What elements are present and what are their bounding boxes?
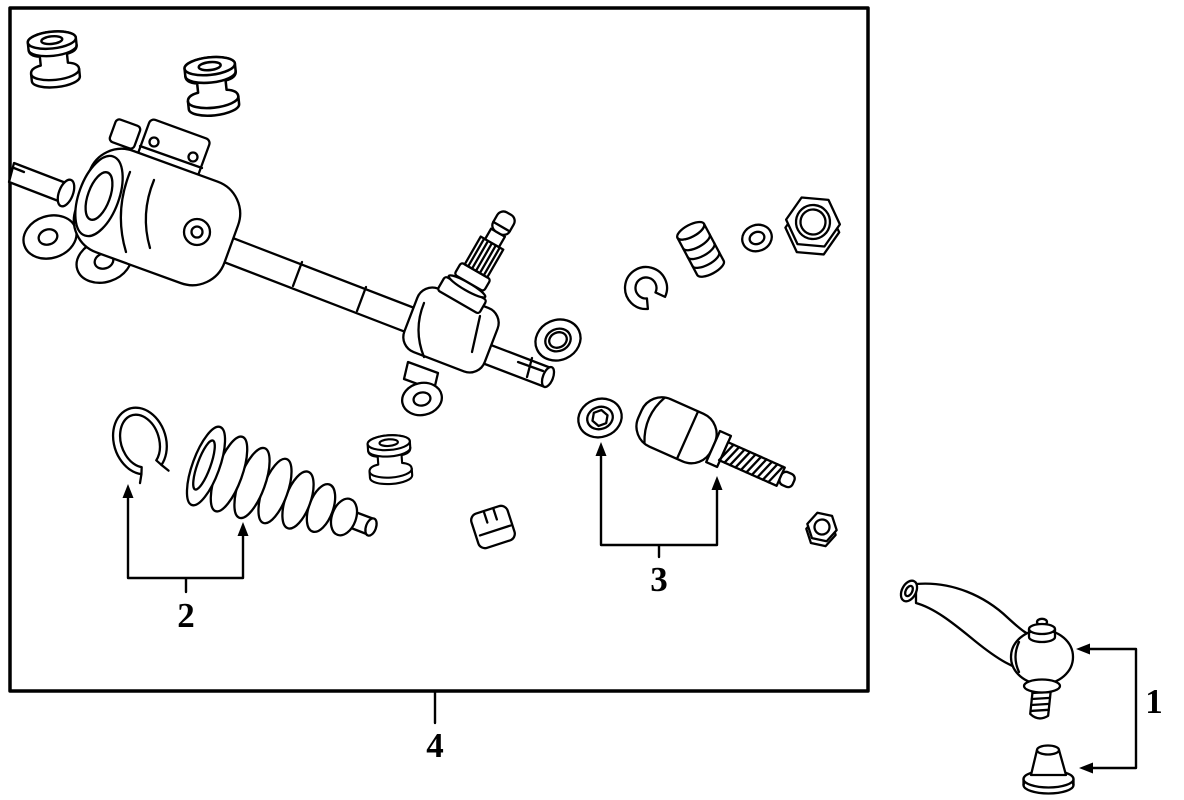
saddle-clip (623, 265, 669, 311)
ribbed-bushing (676, 220, 726, 278)
callout-3-label: 3 (650, 560, 668, 599)
lock-nut-small (805, 511, 838, 548)
callout-2-label: 2 (177, 596, 195, 635)
outer-tie-rod-end (899, 579, 1075, 720)
guide-block (470, 504, 516, 550)
dust-seal (1022, 744, 1075, 795)
steering-gear-assembly (7, 118, 556, 417)
lock-nut-large (784, 196, 842, 256)
callout-1-leader (1076, 643, 1138, 774)
inner-tie-rod (635, 396, 796, 489)
callout-1-label: 1 (1145, 682, 1163, 721)
bearing-ring (534, 318, 582, 362)
retainer-ring (741, 223, 773, 253)
boot-clamp (111, 406, 170, 485)
callout-3-leader (595, 442, 723, 559)
callout-4-label: 4 (426, 726, 444, 765)
rack-boot (185, 425, 378, 537)
callout-2-leader (122, 484, 249, 594)
inner-rod-washer (577, 397, 623, 439)
